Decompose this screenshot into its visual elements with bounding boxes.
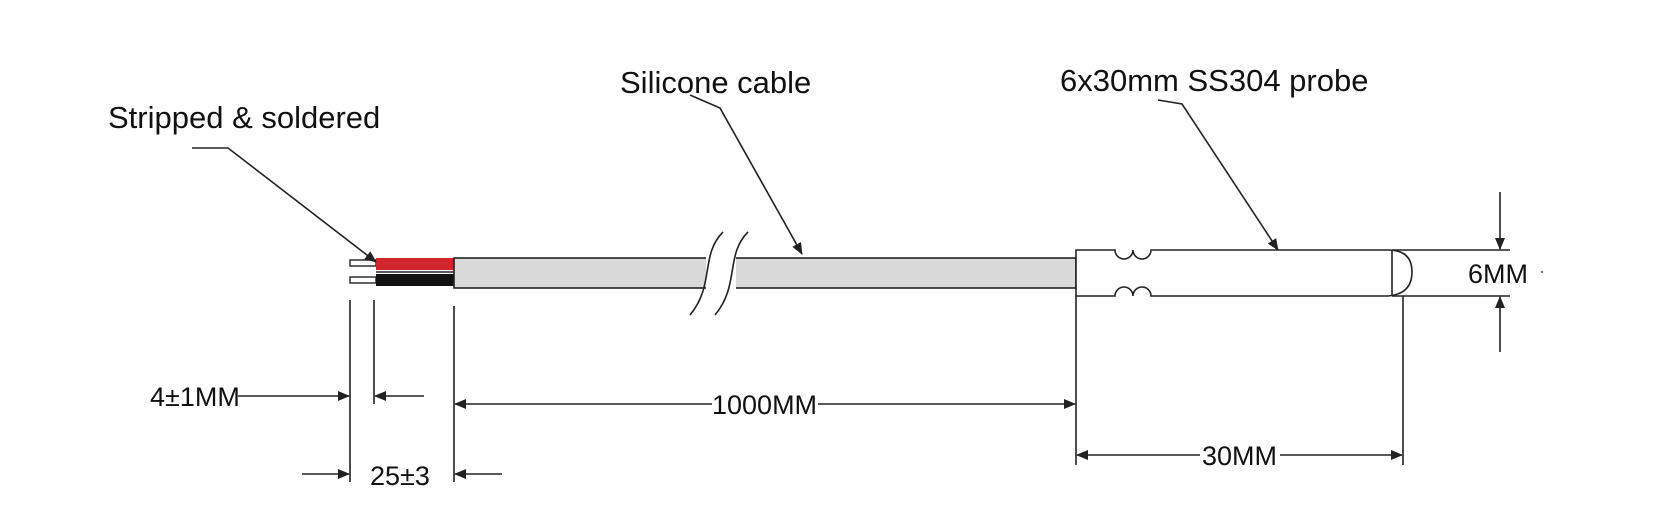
cable-break-left bbox=[689, 231, 724, 316]
dimension-tinned-length: 25±3 bbox=[302, 461, 502, 491]
bare-conductor-top bbox=[349, 259, 377, 267]
dim-cable-length-label: 1000MM bbox=[712, 390, 817, 420]
callout-stripped-label: Stripped & soldered bbox=[108, 100, 380, 135]
dimension-probe-length: 30MM bbox=[1076, 441, 1403, 471]
probe-body bbox=[1075, 249, 1413, 297]
leader-cable bbox=[689, 94, 803, 255]
stripped-wire-ends bbox=[349, 258, 454, 286]
dimension-probe-diameter: 6MM bbox=[1468, 192, 1544, 352]
cable-jacket bbox=[453, 257, 1077, 289]
dim-tinned-length-label: 25±3 bbox=[370, 461, 430, 491]
leader-probe bbox=[1157, 99, 1279, 251]
dimension-cable-length: 1000MM bbox=[454, 390, 1076, 420]
cable-break-right bbox=[714, 231, 749, 316]
callout-leaders bbox=[192, 94, 1279, 263]
stray-mark bbox=[1540, 270, 1544, 274]
extension-lines bbox=[349, 249, 1510, 482]
bare-conductor-bottom bbox=[349, 276, 377, 284]
dim-strip-length-label: 4±1MM bbox=[150, 382, 240, 412]
ss304-probe bbox=[1075, 249, 1413, 297]
silicone-cable bbox=[453, 231, 1077, 316]
leader-stripped bbox=[192, 147, 377, 263]
cable-break-gap bbox=[706, 256, 736, 290]
dimension-strip-length: 4±1MM bbox=[150, 382, 424, 412]
red-wire bbox=[376, 258, 454, 270]
callout-cable-label: Silicone cable bbox=[620, 65, 811, 100]
black-wire bbox=[376, 274, 454, 286]
callout-probe-label: 6x30mm SS304 probe bbox=[1060, 63, 1368, 98]
dim-probe-length-label: 30MM bbox=[1202, 441, 1277, 471]
dim-probe-diameter-label: 6MM bbox=[1468, 259, 1528, 289]
